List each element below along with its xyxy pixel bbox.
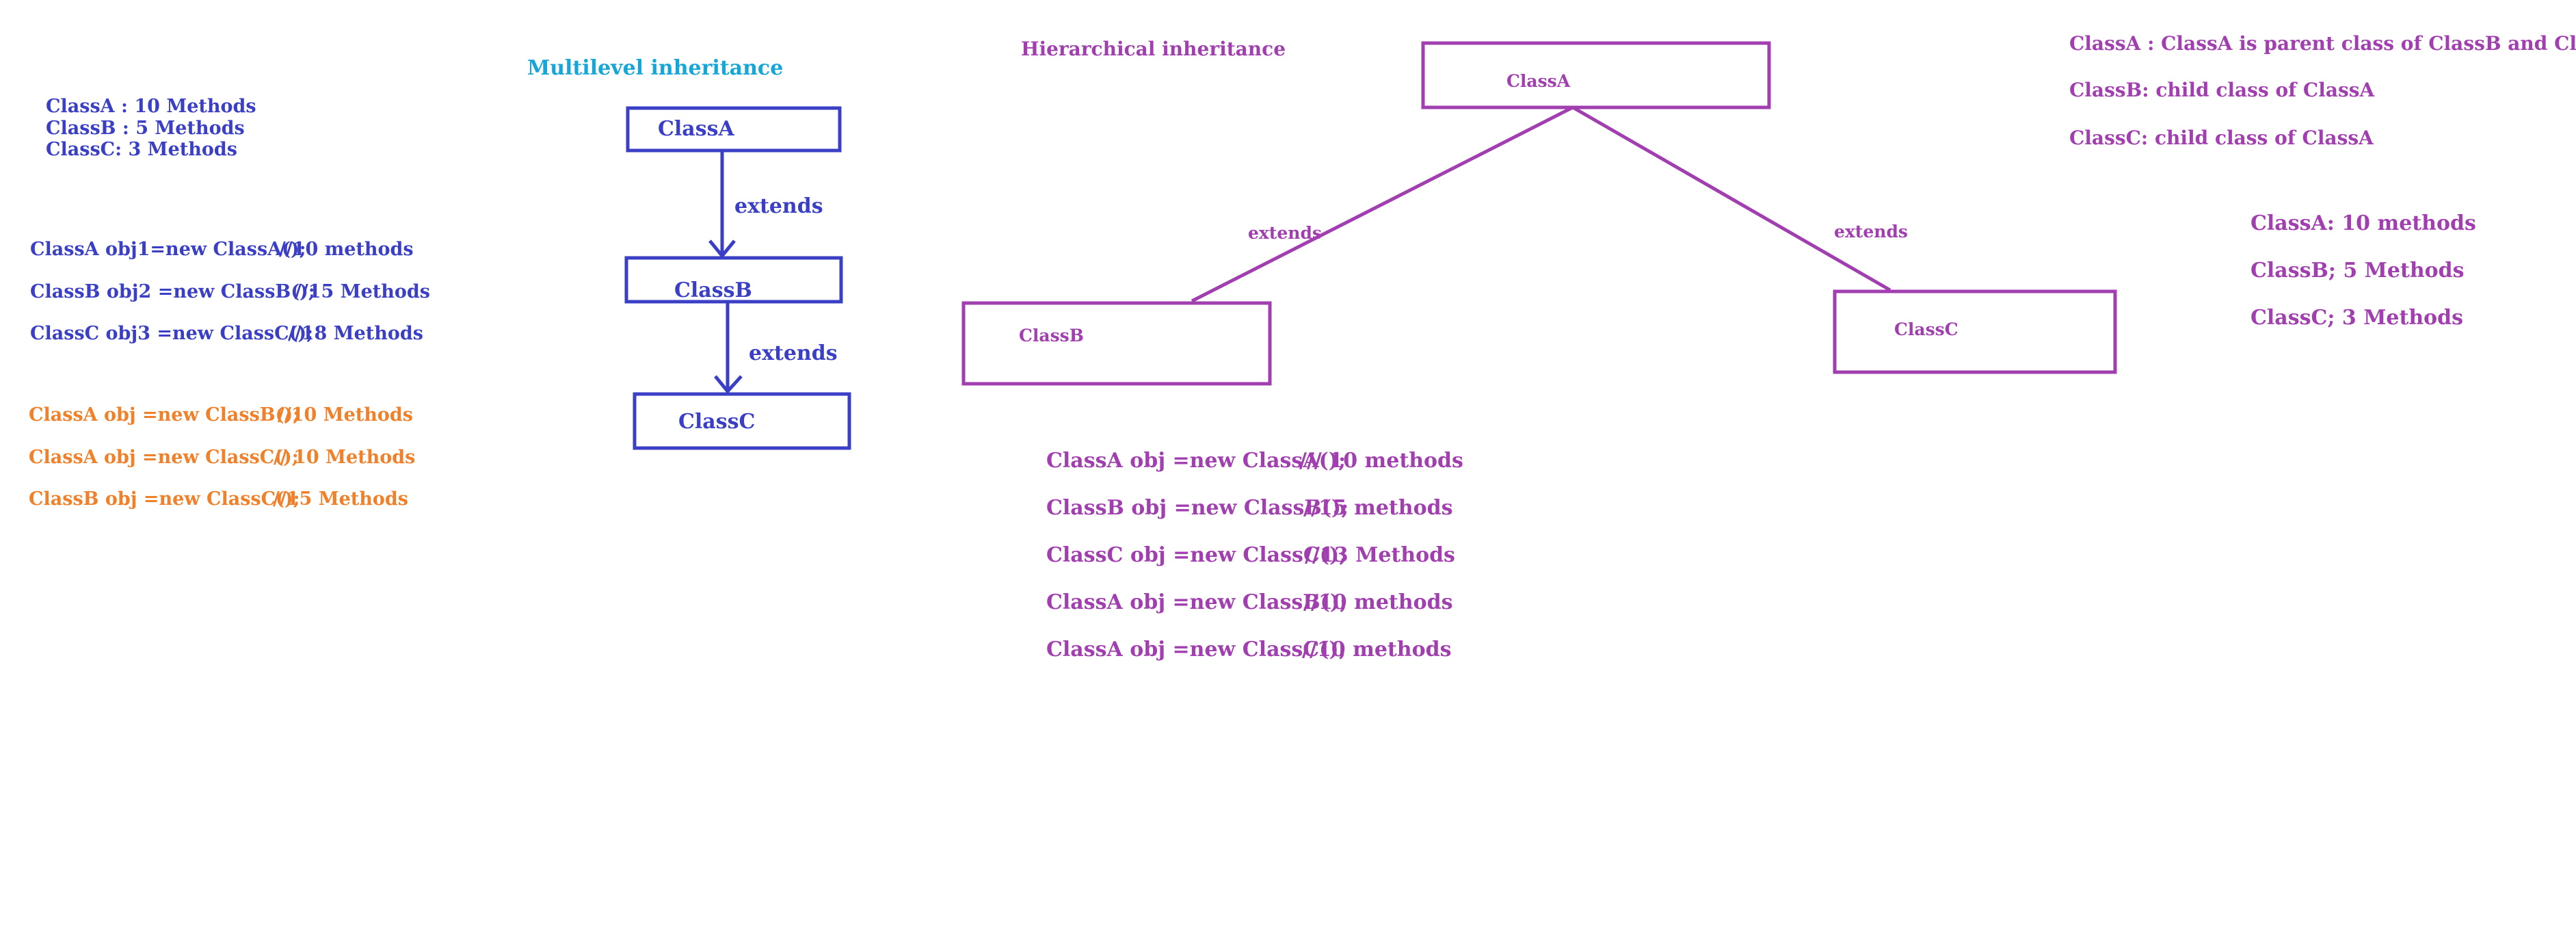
summary-line: ClassB : 5 Methods [46,118,245,139]
multilevel-box-classB [624,256,843,304]
code-comment: //10 Methods [278,404,413,426]
code-line: ClassA obj =new ClassC(); [29,447,299,468]
code-comment: //15 Methods [273,488,408,510]
code-line: ClassA obj1=new ClassA(); [30,239,306,260]
hierarchical-box-classA [1421,41,1771,109]
note-line: ClassC: child class of ClassA [2069,127,2374,149]
code-line: ClassB obj =new ClassB(); [1046,496,1349,520]
code-comment: //10 methods [1303,590,1453,614]
hierarchical-label-classB: ClassB [1019,326,1084,345]
code-comment: //15 methods [1303,496,1453,520]
code-line: ClassA obj =new ClassC(); [1046,638,1346,662]
code-line: ClassC obj =new ClassC(); [1046,543,1347,567]
code-line: ClassB obj2 =new ClassB(); [30,281,315,302]
code-line: ClassB obj =new ClassC(); [29,488,300,510]
code-comment: //10 methods [1302,638,1452,662]
multilevel-arrowhead-c [714,375,743,394]
hierarchical-title: Hierarchical inheritance [1021,38,1286,60]
method-count-line: ClassB; 5 Methods [2250,259,2465,283]
summary-line: ClassC: 3 Methods [46,139,237,160]
code-line: ClassC obj3 =new ClassC(); [30,323,314,344]
code-comment: /// 10 methods [1299,449,1463,473]
multilevel-label-extends: extends [749,341,838,365]
code-comment: //18 Methods [288,323,423,344]
summary-line: ClassA : 10 Methods [46,96,256,117]
code-line: ClassA obj =new ClassB(); [29,404,300,426]
multilevel-label-classC: ClassC [678,410,756,434]
hierarchical-edge-left [1191,105,1574,303]
code-comment: //10 methods [279,239,414,260]
multilevel-box-classC [633,392,851,450]
method-count-line: ClassA: 10 methods [2250,211,2476,235]
hierarchical-edge-right [1571,105,1891,292]
hierarchical-box-classB [961,301,1272,386]
multilevel-label-extends: extends [734,194,823,218]
multilevel-arrowhead-b [708,239,736,259]
note-line: ClassB: child class of ClassA [2069,79,2375,101]
note-line: ClassA : ClassA is parent class of Class… [2069,32,2576,55]
hierarchical-box-classC [1833,289,2117,374]
method-count-line: ClassC; 3 Methods [2250,306,2464,330]
multilevel-label-classA: ClassA [658,117,734,141]
code-comment: //15 Methods [295,281,430,302]
multilevel-title: Multilevel inheritance [527,56,784,80]
multilevel-label-classB: ClassB [674,278,752,302]
hierarchical-label-classA: ClassA [1506,71,1571,91]
code-line: ClassA obj =new ClassB(); [1046,590,1348,614]
hierarchical-label-classC: ClassC [1894,319,1958,339]
hierarchical-label-extends: extends [1248,223,1322,243]
code-line: ClassA obj =new ClassA(); [1046,449,1346,473]
code-comment: // 10 Methods [274,447,416,468]
multilevel-box-classA [626,106,842,153]
code-comment: //13 Methods [1305,543,1455,567]
hierarchical-label-extends: extends [1834,222,1908,241]
